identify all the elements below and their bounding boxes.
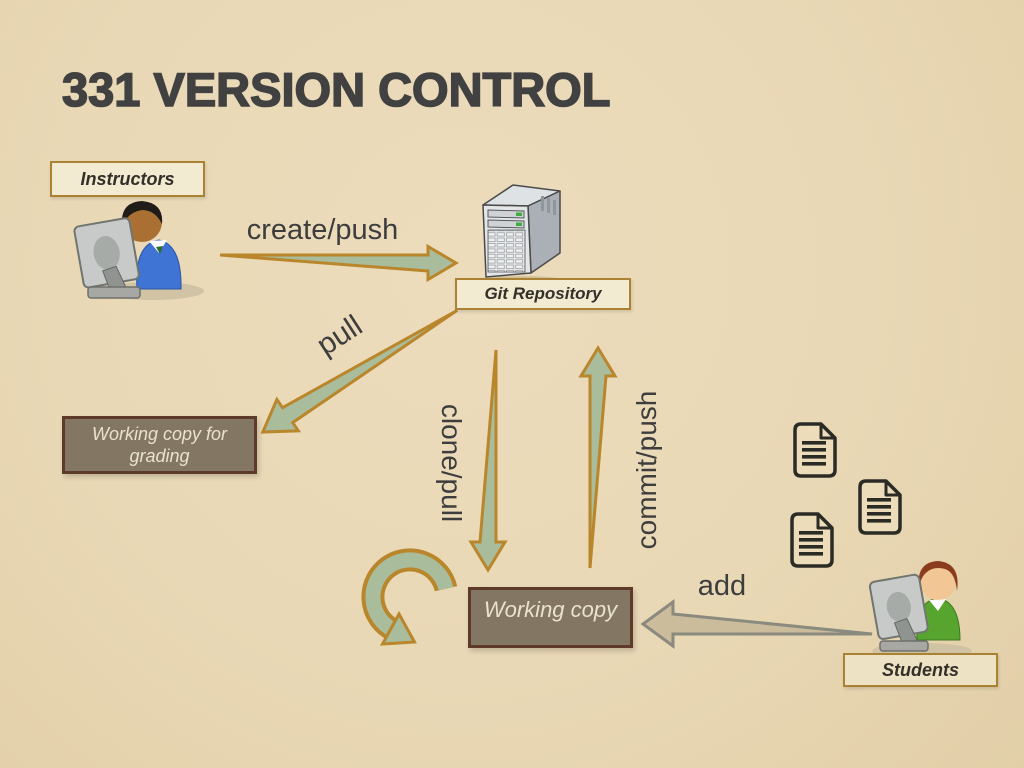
instructors-label: Instructors xyxy=(80,168,175,189)
document-icon xyxy=(790,512,834,568)
working-copy-label: Working copy xyxy=(483,597,618,622)
git-repository-label: Git Repository xyxy=(484,284,602,303)
slide-title: 331 VERSION CONTROL xyxy=(61,62,611,117)
students-label-box: Students xyxy=(843,653,998,687)
loop-arrow-icon xyxy=(361,548,458,646)
document-icon xyxy=(858,479,902,535)
instructors-label-box: Instructors xyxy=(50,161,205,197)
clone-pull-arrow xyxy=(468,349,508,573)
git-repository-label-box: Git Repository xyxy=(455,278,631,310)
working-copy-box: Working copy xyxy=(468,587,633,648)
create-push-arrow xyxy=(219,243,459,283)
document-icon xyxy=(793,422,837,478)
create-push-label: create/push xyxy=(246,214,399,246)
working-copy-grading-line1: Working copy for xyxy=(91,423,228,444)
student-user-icon xyxy=(868,561,972,659)
pull-arrow xyxy=(260,309,458,434)
working-copy-grading-line2: grading xyxy=(129,446,190,466)
add-label: add xyxy=(697,570,747,602)
commit-push-label: commit/push xyxy=(631,390,662,550)
clone-pull-label: clone/pull xyxy=(436,403,467,523)
working-copy-grading-box: Working copy for grading xyxy=(62,416,257,474)
instructor-user-icon xyxy=(73,201,204,300)
commit-push-arrow xyxy=(578,345,618,569)
server-icon xyxy=(475,184,571,290)
add-arrow xyxy=(640,599,873,649)
students-label: Students xyxy=(881,659,959,680)
